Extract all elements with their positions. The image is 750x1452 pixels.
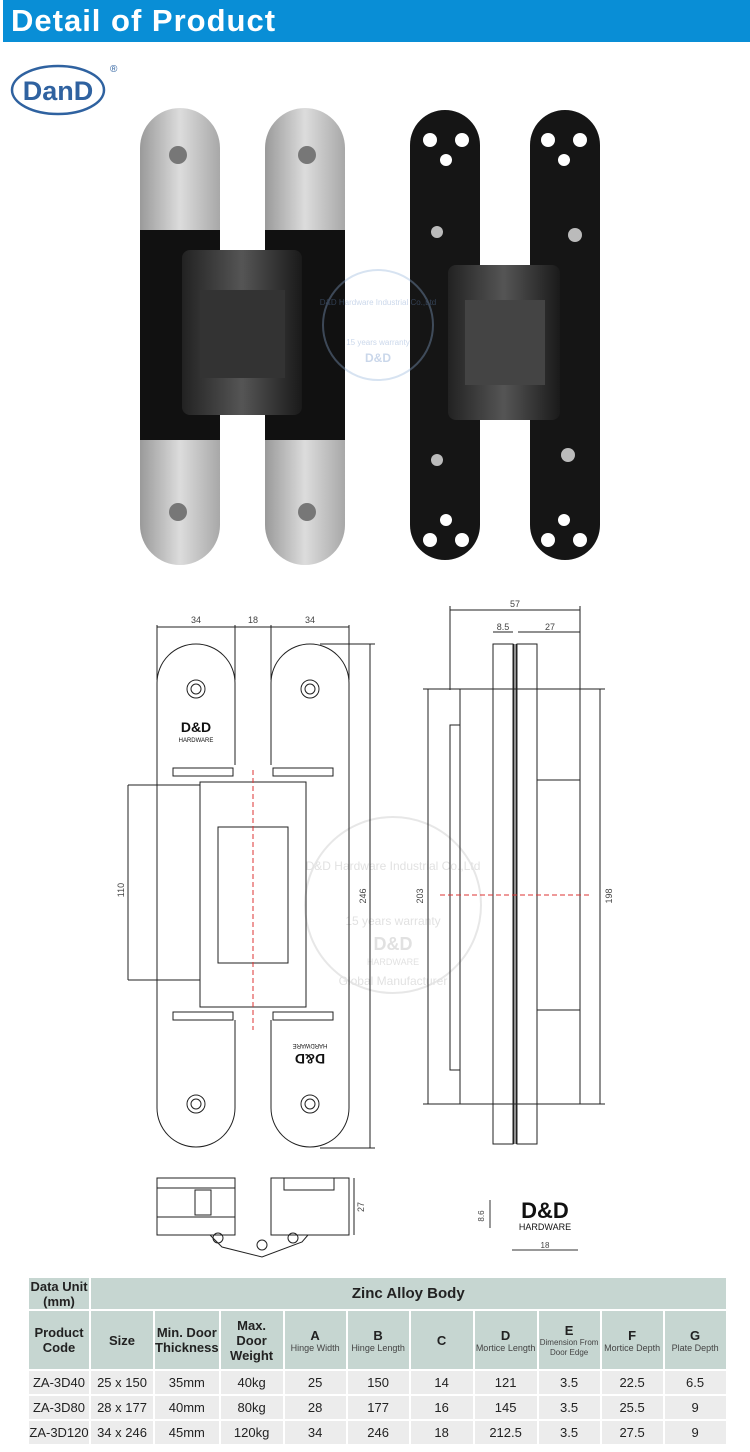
table-cell: 246 bbox=[347, 1421, 409, 1444]
table-cell: 25 bbox=[284, 1371, 346, 1394]
front-view-dimensions: 34 18 34 110 246 bbox=[116, 615, 368, 904]
table-cell: 177 bbox=[347, 1396, 409, 1419]
table-cell: 80kg bbox=[220, 1396, 283, 1419]
table-cell: 120kg bbox=[220, 1421, 283, 1444]
svg-text:18: 18 bbox=[541, 1241, 550, 1250]
table-cell: 121 bbox=[474, 1371, 537, 1394]
table-cell: 35mm bbox=[155, 1371, 219, 1394]
svg-text:8.6: 8.6 bbox=[477, 1210, 486, 1222]
table-cell: 22.5 bbox=[601, 1371, 663, 1394]
table-cell: 28 x 177 bbox=[91, 1396, 153, 1419]
engraving-detail: D&D HARDWARE 8.6 18 bbox=[477, 1198, 578, 1251]
svg-text:D&D: D&D bbox=[521, 1198, 569, 1223]
logo-text: DanD bbox=[23, 76, 94, 106]
table-cell: 18 bbox=[410, 1421, 473, 1444]
table-cell: 145 bbox=[474, 1396, 537, 1419]
svg-text:27: 27 bbox=[545, 622, 555, 632]
front-view-drawing bbox=[127, 625, 375, 1149]
col-header: Max. Door Weight bbox=[220, 1311, 283, 1369]
svg-text:D&D Hardware Industrial Co.,Lt: D&D Hardware Industrial Co.,Ltd bbox=[320, 298, 437, 307]
table-cell: ZA-3D120 bbox=[29, 1421, 89, 1444]
bottom-view-drawing bbox=[156, 1177, 355, 1258]
svg-text:246: 246 bbox=[358, 888, 368, 903]
table-cell: 14 bbox=[410, 1371, 473, 1394]
col-header: C bbox=[410, 1311, 473, 1369]
svg-text:8.5: 8.5 bbox=[497, 622, 510, 632]
spec-table: Data Unit (mm) Zinc Alloy Body Product C… bbox=[27, 1276, 728, 1446]
col-header: Size bbox=[91, 1311, 153, 1369]
header-banner: Detail of Product bbox=[3, 0, 750, 42]
table-cell: 212.5 bbox=[474, 1421, 537, 1444]
table-cell: ZA-3D40 bbox=[29, 1371, 89, 1394]
svg-text:D&D Hardware Industrial Co.,Lt: D&D Hardware Industrial Co.,Ltd bbox=[306, 859, 481, 873]
svg-text:34: 34 bbox=[305, 615, 315, 625]
svg-text:15 years warranty: 15 years warranty bbox=[346, 338, 410, 347]
bottom-height-dim: 27 bbox=[356, 1202, 366, 1212]
plate-engraving: D&D HARDWARE D&D HARDWARE bbox=[179, 719, 328, 1067]
table-cell: 9 bbox=[664, 1396, 726, 1419]
side-view-drawing bbox=[423, 606, 605, 1145]
table-cell: 40kg bbox=[220, 1371, 283, 1394]
table-cell: 25 x 150 bbox=[91, 1371, 153, 1394]
silver-hinge-photo bbox=[140, 108, 345, 565]
svg-text:HARDWARE: HARDWARE bbox=[179, 738, 214, 744]
table-cell: 25.5 bbox=[601, 1396, 663, 1419]
table-cell: 3.5 bbox=[538, 1421, 600, 1444]
svg-text:15 years warranty: 15 years warranty bbox=[345, 914, 440, 928]
product-illustrations: D&D Hardware Industrial Co.,Ltd 15 years… bbox=[116, 108, 614, 1258]
registered-mark: ® bbox=[110, 64, 118, 75]
table-cell: 27.5 bbox=[601, 1421, 663, 1444]
table-cell: 45mm bbox=[155, 1421, 219, 1444]
svg-text:198: 198 bbox=[604, 888, 614, 903]
page-title: Detail of Product bbox=[11, 3, 277, 38]
svg-text:Global Manufacturer: Global Manufacturer bbox=[339, 974, 448, 988]
table-cell: ZA-3D80 bbox=[29, 1396, 89, 1419]
svg-text:HARDWARE: HARDWARE bbox=[367, 957, 419, 967]
table-cell: 40mm bbox=[155, 1396, 219, 1419]
table-cell: 34 x 246 bbox=[91, 1421, 153, 1444]
table-cell: 28 bbox=[284, 1396, 346, 1419]
svg-text:110: 110 bbox=[116, 883, 126, 897]
svg-text:D&D: D&D bbox=[365, 351, 391, 365]
body-label: Zinc Alloy Body bbox=[91, 1278, 726, 1309]
table-cell: 150 bbox=[347, 1371, 409, 1394]
svg-text:HARDWARE: HARDWARE bbox=[293, 1042, 328, 1048]
dand-logo: DanD ® bbox=[10, 64, 118, 116]
col-header: Product Code bbox=[29, 1311, 89, 1369]
unit-label: Data Unit (mm) bbox=[29, 1278, 89, 1309]
svg-text:D&D: D&D bbox=[374, 934, 413, 954]
table-cell: 34 bbox=[284, 1421, 346, 1444]
table-cell: 6.5 bbox=[664, 1371, 726, 1394]
svg-text:34: 34 bbox=[191, 615, 201, 625]
side-view-dimensions: 57 8.5 27 203 198 bbox=[415, 599, 614, 904]
svg-text:203: 203 bbox=[415, 888, 425, 903]
table-cell: 3.5 bbox=[538, 1396, 600, 1419]
svg-text:18: 18 bbox=[248, 615, 258, 625]
table-cell: 3.5 bbox=[538, 1371, 600, 1394]
col-header: Min. Door Thickness bbox=[155, 1311, 219, 1369]
svg-text:D&D: D&D bbox=[295, 1051, 325, 1067]
svg-text:57: 57 bbox=[510, 599, 520, 609]
svg-text:HARDWARE: HARDWARE bbox=[519, 1222, 571, 1232]
table-cell: 16 bbox=[410, 1396, 473, 1419]
table-cell: 9 bbox=[664, 1421, 726, 1444]
black-hinge-photo bbox=[410, 110, 600, 560]
svg-text:D&D: D&D bbox=[181, 719, 211, 735]
